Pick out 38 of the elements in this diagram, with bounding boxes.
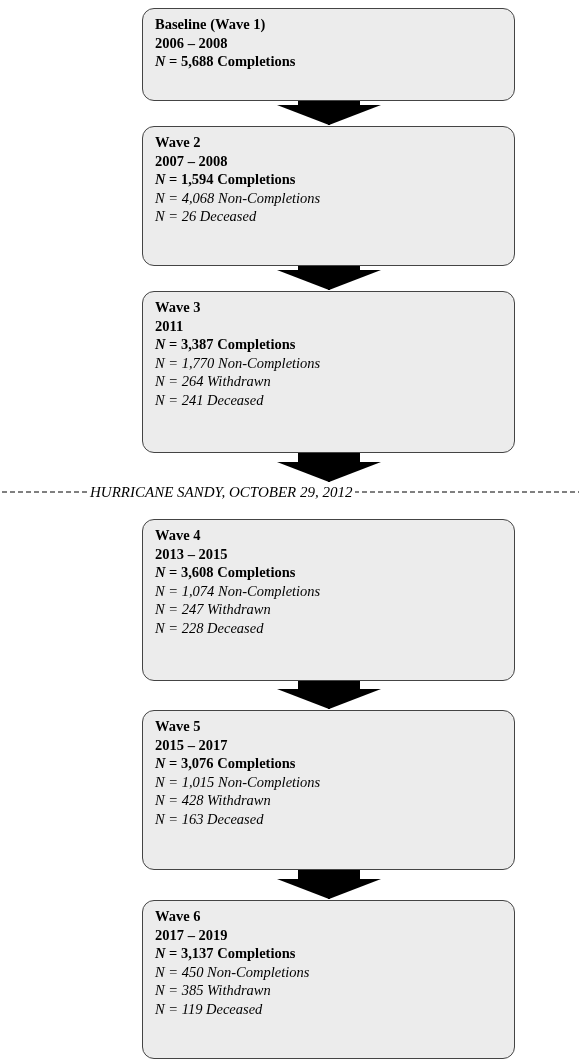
wave-heading: Wave 6 xyxy=(155,907,201,926)
wave-years: 2015 – 2017 xyxy=(155,735,228,754)
wave-heading: Baseline (Wave 1) xyxy=(155,15,266,34)
wave-box xyxy=(142,126,515,266)
wave-heading: Wave 5 xyxy=(155,717,201,736)
wave-heading: Wave 2 xyxy=(155,133,201,152)
count-text: N = 4,068 Non-Completions xyxy=(155,188,321,207)
count-text: N = 26 Deceased xyxy=(155,207,257,226)
count-text: N = 1,074 Non-Completions xyxy=(155,581,321,600)
wave-heading: Wave 3 xyxy=(155,298,201,317)
count-text: N = 450 Non-Completions xyxy=(155,962,310,981)
count-text: N = 5,688 Completions xyxy=(155,52,296,71)
count-text: N = 3,387 Completions xyxy=(155,335,296,354)
count-text: N = 247 Withdrawn xyxy=(155,600,271,619)
count-text: N = 163 Deceased xyxy=(155,809,264,828)
count-text: N = 428 Withdrawn xyxy=(155,791,271,810)
wave-box xyxy=(142,8,515,101)
wave-box xyxy=(142,710,515,870)
wave-heading: Wave 4 xyxy=(155,526,201,545)
count-text: N = 241 Deceased xyxy=(155,390,264,409)
count-text: N = 228 Deceased xyxy=(155,618,264,637)
wave-box xyxy=(142,519,515,681)
wave-box xyxy=(142,900,515,1059)
wave-years: 2011 xyxy=(155,316,184,335)
count-text: N = 119 Deceased xyxy=(155,999,263,1018)
wave-box xyxy=(142,291,515,453)
count-text: N = 3,608 Completions xyxy=(155,563,296,582)
count-text: N = 1,015 Non-Completions xyxy=(155,772,321,791)
wave-years: 2006 – 2008 xyxy=(155,33,228,52)
count-text: N = 3,137 Completions xyxy=(155,944,296,963)
wave-years: 2017 – 2019 xyxy=(155,925,228,944)
count-text: N = 3,076 Completions xyxy=(155,754,296,773)
wave-years: 2013 – 2015 xyxy=(155,544,228,563)
wave-years: 2007 – 2008 xyxy=(155,151,228,170)
count-text: N = 1,770 Non-Completions xyxy=(155,353,321,372)
count-text: N = 264 Withdrawn xyxy=(155,372,271,391)
count-text: N = 1,594 Completions xyxy=(155,170,296,189)
count-text: N = 385 Withdrawn xyxy=(155,981,271,1000)
